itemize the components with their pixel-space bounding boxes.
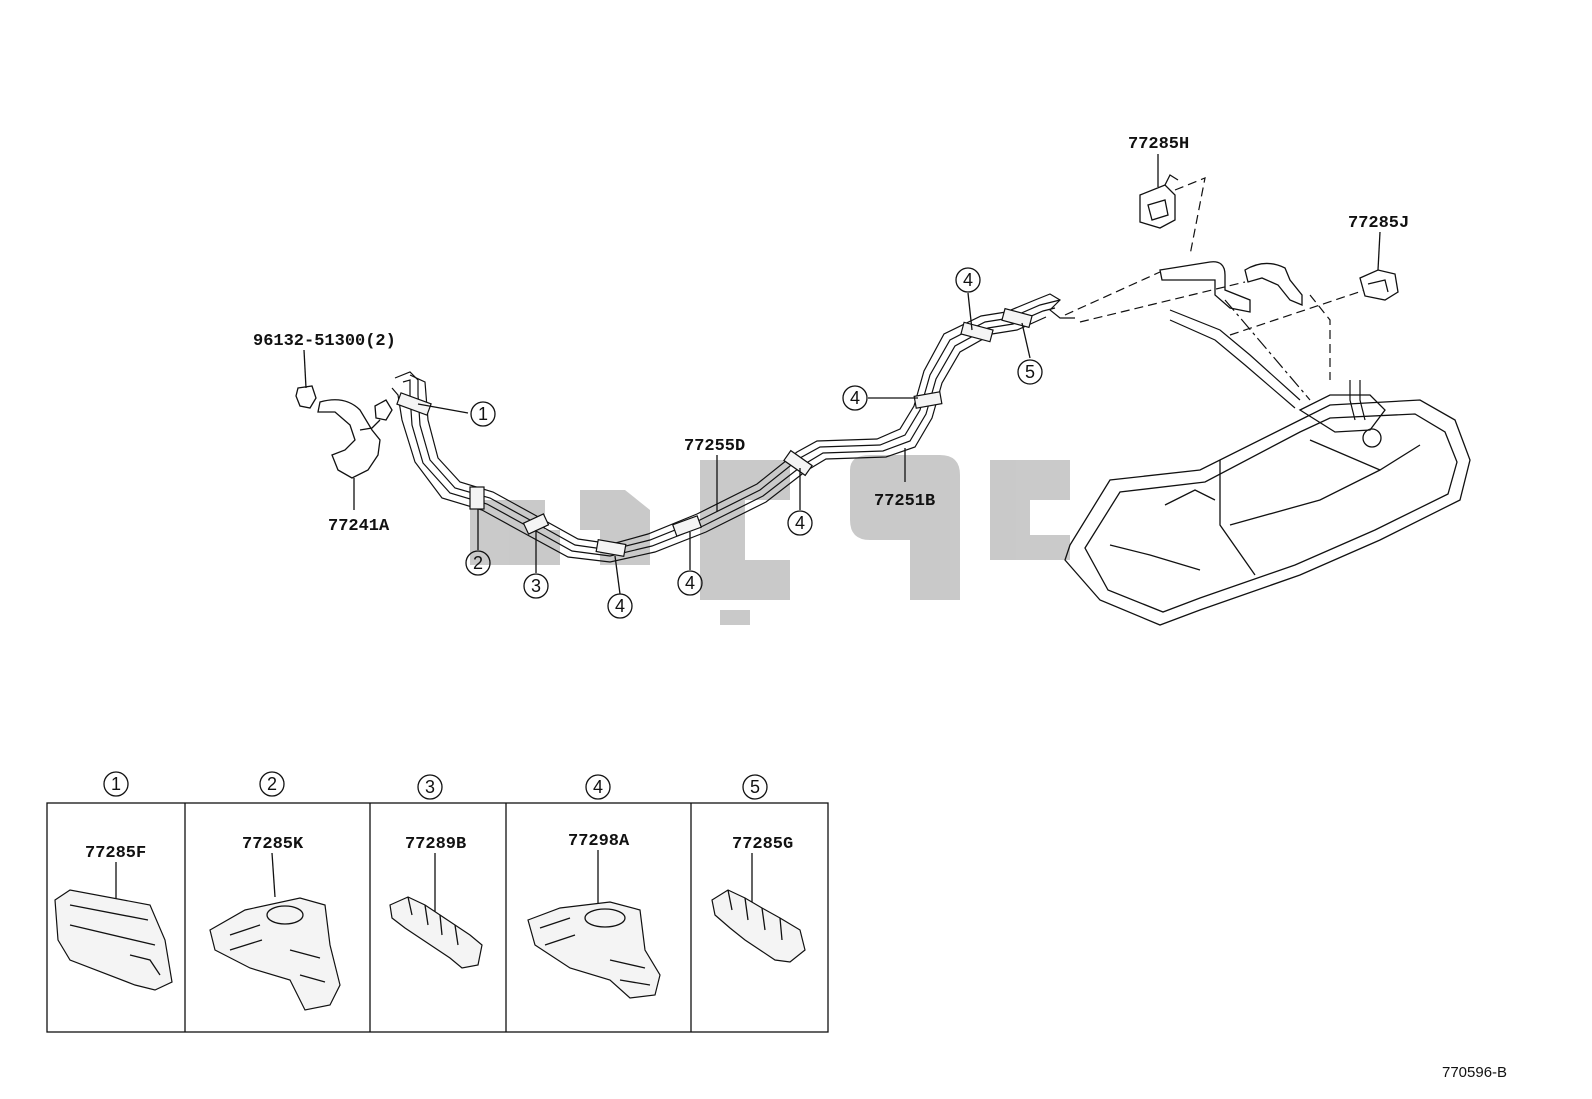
callout-5: 5 xyxy=(1017,359,1043,385)
svg-text:77289B: 77289B xyxy=(405,835,466,854)
legend-col-3: 3 77289B xyxy=(389,774,483,969)
svg-text:4: 4 xyxy=(615,596,625,616)
label-clamp-h: 77285H xyxy=(1128,135,1189,154)
svg-text:2: 2 xyxy=(473,553,483,573)
svg-text:4: 4 xyxy=(685,573,695,593)
svg-text:4: 4 xyxy=(593,777,603,797)
svg-text:3: 3 xyxy=(425,777,435,797)
leader-lines xyxy=(303,154,1381,595)
svg-text:77285K: 77285K xyxy=(242,835,304,854)
svg-text:2: 2 xyxy=(267,774,277,794)
legend-col-2: 2 77285K xyxy=(209,771,341,1011)
callout-4: 4 xyxy=(842,385,868,411)
svg-text:77285F: 77285F xyxy=(85,844,146,863)
label-hose: 77241A xyxy=(328,517,390,536)
legend-col-4: 4 77298A xyxy=(527,774,661,999)
figure-code: 770596-B xyxy=(1442,1064,1507,1081)
reference-lines xyxy=(1064,177,1366,401)
svg-text:3: 3 xyxy=(531,576,541,596)
svg-text:5: 5 xyxy=(1025,362,1035,382)
tube-clamps xyxy=(396,307,1033,558)
tank-hoses xyxy=(1159,261,1303,313)
fuel-tank xyxy=(1064,394,1471,626)
svg-text:1: 1 xyxy=(478,404,488,424)
svg-text:77285G: 77285G xyxy=(732,835,793,854)
clamp-77285j xyxy=(1359,269,1399,301)
main-fuel-tubes xyxy=(391,293,1075,563)
svg-text:1: 1 xyxy=(111,774,121,794)
hose-clip-right xyxy=(374,399,393,421)
callout-4: 4 xyxy=(787,510,813,536)
callout-3: 3 xyxy=(523,573,549,599)
callout-4: 4 xyxy=(607,593,633,619)
svg-text:4: 4 xyxy=(795,513,805,533)
callout-4: 4 xyxy=(955,267,981,293)
label-tube-d: 77255D xyxy=(684,437,745,456)
callout-1: 1 xyxy=(470,401,496,427)
watermark-logo xyxy=(470,455,1070,625)
legend-table xyxy=(46,802,829,1033)
tank-vent-tubes xyxy=(1169,309,1366,421)
hose-77241a xyxy=(317,399,381,479)
legend-col-1: 1 77285F xyxy=(54,771,173,991)
svg-text:77298A: 77298A xyxy=(568,832,630,851)
clamp-77285h xyxy=(1139,174,1179,229)
label-tube-b: 77251B xyxy=(874,492,935,511)
callout-4: 4 xyxy=(677,570,703,596)
svg-text:4: 4 xyxy=(850,388,860,408)
legend-col-5: 5 77285G xyxy=(711,774,806,963)
svg-text:4: 4 xyxy=(963,270,973,290)
svg-text:5: 5 xyxy=(750,777,760,797)
label-clamp-j: 77285J xyxy=(1348,214,1409,233)
hose-clip-left xyxy=(295,385,317,409)
label-hose-clip: 96132-51300(2) xyxy=(253,332,396,351)
callout-2: 2 xyxy=(465,550,491,576)
